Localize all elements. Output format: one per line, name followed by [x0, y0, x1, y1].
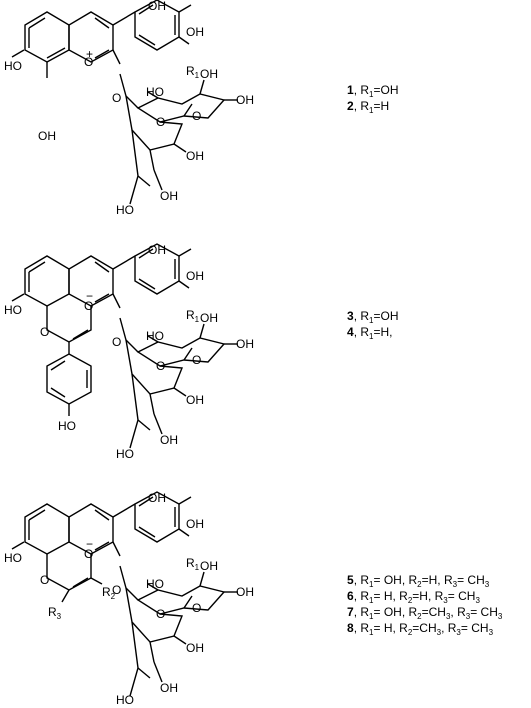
compound-label: 1, R1=OH [347, 83, 399, 99]
atom-oh: OH [186, 641, 204, 655]
structure-1-2-atoms: HO O + OH OH OH R1 O OH OH HO O O OH HO … [4, 0, 254, 217]
atom-o-minus: O [84, 547, 93, 561]
compound-labels-3-4: 3, R1=OH 4, R1=H, [347, 309, 399, 341]
atom-ho: HO [146, 329, 164, 343]
atom-ho: HO [146, 85, 164, 99]
atom-oh: OH [200, 559, 218, 573]
atom-r3: R3 [48, 605, 62, 621]
compound-label: 5, R1= OH, R2=H, R3= CH3 [347, 573, 490, 589]
atom-o: O [156, 359, 165, 373]
atom-oh: OH [38, 129, 56, 143]
atom-ho: HO [58, 419, 76, 433]
atom-oh: OH [186, 149, 204, 163]
atom-ho: HO [146, 577, 164, 591]
atom-o: O [112, 335, 121, 349]
charge-minus: − [86, 289, 93, 303]
atom-oh: OH [160, 681, 178, 695]
atom-ho: HO [4, 59, 22, 73]
atom-oh: OH [160, 189, 178, 203]
atom-o-plus: O [84, 55, 93, 69]
atom-oh: OH [236, 585, 254, 599]
atom-ho: HO [116, 693, 134, 707]
atom-oh: OH [236, 93, 254, 107]
compound-label: 8, R1= H, R2=CH3, R3= CH3 [347, 621, 494, 637]
atom-ho: HO [4, 551, 22, 565]
compound-label: 6, R1= H, R2=H, R3= CH3 [347, 589, 480, 605]
atom-o: O [40, 573, 49, 587]
charge-plus: + [86, 47, 93, 61]
structure-5-8-atoms: HO O − O R2 R3 OH OH R1 O OH OH HO O O O… [4, 491, 254, 707]
atom-o: O [112, 583, 121, 597]
atom-o: O [192, 109, 201, 123]
atom-oh: OH [200, 67, 218, 81]
charge-minus: − [86, 537, 93, 551]
atom-o: O [192, 601, 201, 615]
atom-oh: OH [148, 243, 166, 257]
compound-labels-1-2: 1, R1=OH 2, R1=H [347, 83, 399, 115]
svg-text:R1: R1 [186, 308, 200, 324]
svg-text:R1: R1 [186, 64, 200, 80]
atom-r2: R2 [102, 585, 116, 601]
atom-oh: OH [200, 311, 218, 325]
structure-1-2: HO O + OH OH OH R1 O OH OH HO O O OH HO … [4, 0, 399, 217]
atom-oh: OH [186, 517, 204, 531]
atom-r1: R1 [186, 308, 200, 324]
atom-r1: R1 [186, 556, 200, 572]
structure-5-8: HO O − O R2 R3 OH OH R1 O OH OH HO O O O… [4, 491, 503, 707]
atom-oh: OH [186, 393, 204, 407]
structure-1-2-bonds [11, 0, 238, 205]
atom-ho: HO [4, 303, 22, 317]
svg-text:R3: R3 [48, 605, 62, 621]
atom-oh: OH [186, 269, 204, 283]
atom-oh: OH [236, 337, 254, 351]
structure-3-4: HO O − O HO OH OH R1 O OH OH HO O O OH H… [4, 243, 399, 461]
atom-o-minus: O [84, 299, 93, 313]
atom-ho: HO [116, 447, 134, 461]
svg-text:R2: R2 [102, 585, 116, 601]
atom-o: O [40, 325, 49, 339]
structure-3-4-atoms: HO O − O HO OH OH R1 O OH OH HO O O OH H… [4, 243, 254, 461]
atom-oh: OH [186, 25, 204, 39]
atom-o: O [156, 115, 165, 129]
atom-o: O [192, 353, 201, 367]
structure-5-8-bonds [11, 491, 238, 697]
atom-r1: R1 [186, 64, 200, 80]
atom-oh: OH [148, 491, 166, 505]
atom-oh: OH [160, 433, 178, 447]
structure-3-4-bonds [11, 243, 238, 449]
atom-o: O [112, 91, 121, 105]
compound-label: 2, R1=H [347, 99, 389, 115]
compound-label: 7, R1= OH, R2=CH3, R3= CH3 [347, 605, 503, 621]
atom-ho: HO [116, 203, 134, 217]
atom-o: O [156, 607, 165, 621]
atom-oh: OH [148, 0, 166, 13]
compound-label: 3, R1=OH [347, 309, 399, 325]
compound-label: 4, R1=H, [347, 325, 393, 341]
svg-text:R1: R1 [186, 556, 200, 572]
